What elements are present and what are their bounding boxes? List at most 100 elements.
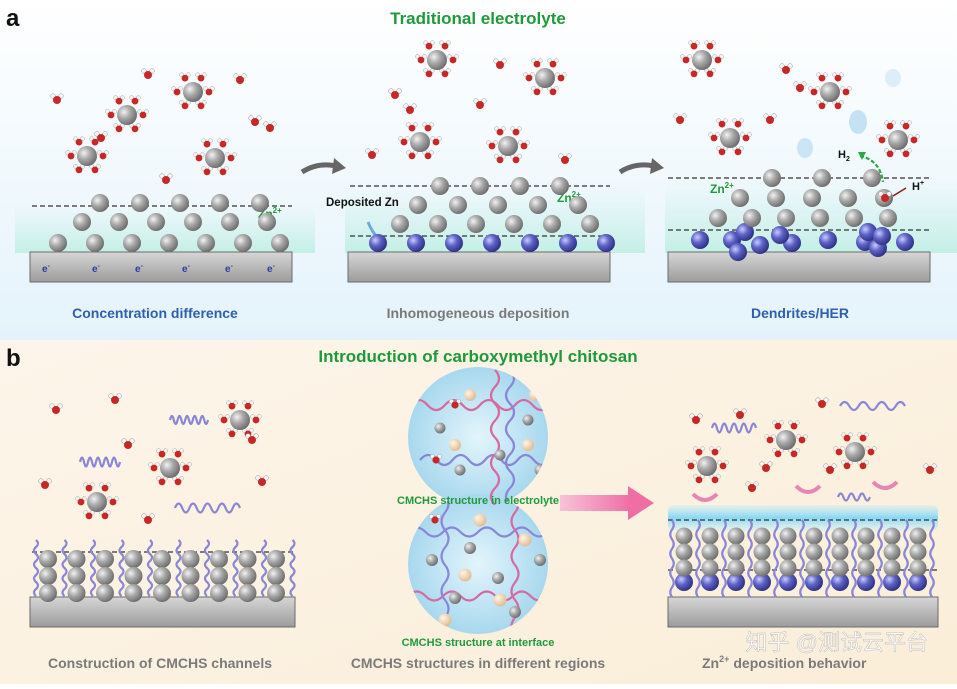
- zn-core: [87, 492, 107, 512]
- zn-atom: [551, 177, 569, 195]
- water-molecule: [179, 72, 191, 82]
- substrate-b3: [667, 596, 939, 628]
- water-molecule: [759, 461, 773, 472]
- zn-core: [230, 410, 250, 430]
- pink-arrowhead: [628, 486, 654, 520]
- zn-atom: [543, 215, 561, 233]
- water-molecule: [49, 403, 63, 414]
- zn-atom: [369, 234, 387, 252]
- deposited-zn-label: Deposited Zn: [326, 197, 399, 209]
- zn-atom: [581, 215, 599, 233]
- zn-atom: [771, 226, 789, 244]
- zn-atom: [505, 215, 523, 233]
- zn-atom: [534, 554, 546, 566]
- water-molecule: [878, 191, 892, 202]
- panel-b-letter: b: [6, 345, 21, 372]
- interaction-arc: [871, 480, 899, 490]
- water-molecule: [201, 138, 213, 148]
- zn-atom: [221, 213, 239, 231]
- zn-core: [183, 82, 203, 102]
- water-molecule: [172, 476, 184, 486]
- zn-core: [692, 50, 712, 70]
- solvated-zn-ion: [708, 118, 752, 156]
- cmchs-chain: [669, 519, 675, 598]
- zn-atom: [483, 234, 501, 252]
- water-molecule: [217, 138, 229, 148]
- zn-atom: [819, 231, 837, 249]
- water-molecule: [685, 460, 697, 470]
- zn-atom: [675, 573, 693, 591]
- zn-atom: [763, 169, 781, 187]
- water-molecule: [841, 460, 853, 470]
- zn-atom: [753, 543, 771, 561]
- zn-atom: [251, 194, 269, 212]
- cmchs-chain: [118, 539, 125, 597]
- water-molecule: [558, 153, 572, 164]
- cmchs-chain: [903, 519, 909, 598]
- zn-atom: [124, 550, 143, 568]
- zn-atom: [727, 573, 745, 591]
- water-molecule: [415, 54, 427, 64]
- water-molecule: [83, 482, 95, 492]
- water-molecule: [704, 40, 716, 50]
- zn-atom: [449, 592, 461, 604]
- zn-core: [427, 50, 447, 70]
- water-molecule: [113, 95, 125, 105]
- water-molecule: [510, 154, 522, 164]
- stage-arrow-1: [300, 162, 337, 175]
- electron-label: e-: [182, 263, 191, 275]
- water-molecule: [494, 154, 506, 164]
- water-molecule: [422, 150, 434, 160]
- solvated-zn-ion: [171, 72, 215, 110]
- watermark: 知乎 @测试云平台: [746, 630, 928, 655]
- zn-atom: [238, 584, 257, 602]
- caption-inhomogeneous: Inhomogeneous deposition: [387, 305, 570, 321]
- zn-atom: [753, 527, 771, 545]
- water-molecule: [107, 496, 119, 506]
- water-molecule: [423, 68, 435, 78]
- cmchs-chain: [168, 414, 210, 426]
- water-molecule: [816, 100, 828, 110]
- water-molecule: [148, 462, 160, 472]
- water-molecule: [815, 397, 829, 408]
- water-molecule: [900, 120, 912, 130]
- h2-bubble: [885, 69, 901, 87]
- zn-core: [720, 128, 740, 148]
- cmchs-chain: [408, 590, 548, 602]
- zn-atom: [429, 215, 447, 233]
- zn-atom: [431, 177, 449, 195]
- zn-core: [888, 130, 908, 150]
- water-molecule: [712, 54, 724, 64]
- water-molecule: [430, 454, 442, 464]
- water-molecule: [156, 448, 168, 458]
- zn-core: [498, 136, 518, 156]
- cmchs-chain: [504, 369, 516, 506]
- h2-bubble: [797, 138, 813, 158]
- zn-atom: [857, 559, 875, 577]
- zn-atom: [473, 513, 487, 527]
- water-molecule: [365, 148, 379, 159]
- cmchs-chain: [773, 519, 779, 598]
- zn-atom: [210, 567, 228, 585]
- zn-atom: [522, 414, 534, 426]
- water-molecule: [688, 68, 700, 78]
- zn-atom: [409, 196, 427, 214]
- water-molecule: [201, 166, 213, 176]
- water-molecule: [716, 146, 728, 156]
- water-molecule: [772, 448, 784, 458]
- cmchs-chain: [799, 519, 805, 598]
- water-molecule: [89, 164, 101, 174]
- zn-atom: [701, 559, 719, 577]
- zn-atom: [153, 550, 171, 568]
- cmchs-chain: [929, 519, 935, 598]
- h2-arrowhead: [858, 152, 866, 160]
- zn-atom: [131, 194, 149, 212]
- h2-bubble: [849, 110, 867, 134]
- zn-atom: [883, 573, 901, 591]
- zn-atom: [675, 543, 693, 561]
- cmchs-chain: [289, 539, 296, 597]
- water-molecule: [709, 446, 721, 456]
- water-molecule: [226, 400, 238, 410]
- zn-atom: [727, 543, 745, 561]
- solvated-zn-ion: [685, 446, 729, 484]
